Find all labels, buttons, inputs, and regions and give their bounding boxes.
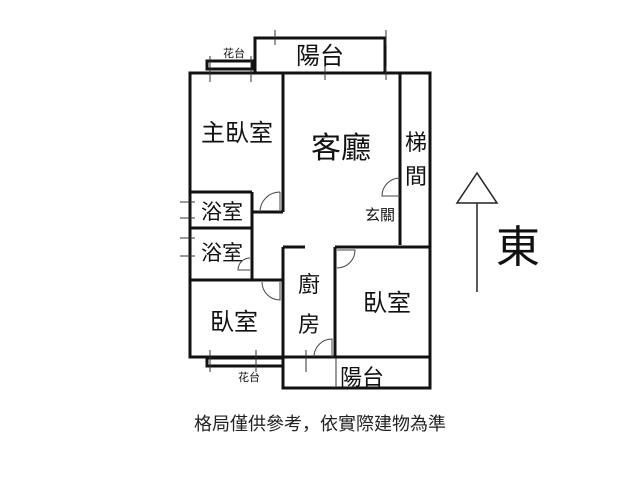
flower-bed-bottom (205, 356, 285, 368)
door (259, 191, 281, 213)
bathroom-2-label: 浴室 (201, 241, 243, 265)
bedroom-right-label: 臥室 (363, 289, 411, 317)
entrance-label: 玄關 (365, 206, 395, 224)
door (381, 177, 401, 197)
kitchen-label-1: 廚 (298, 273, 320, 298)
master-bedroom-label: 主臥室 (201, 119, 273, 147)
living-room-label: 客廳 (311, 131, 371, 166)
door (336, 249, 356, 269)
disclaimer-caption: 格局僅供參考，依實際建物為準 (194, 414, 446, 435)
stairwell-label-2: 間 (405, 165, 427, 190)
stairwell-label-1: 梯 (405, 131, 427, 156)
flower-bed-top-label: 花台 (223, 46, 245, 60)
balcony-bottom-label: 陽台 (340, 366, 384, 391)
north-arrow-icon (455, 171, 499, 204)
bathroom-1-label: 浴室 (201, 200, 243, 224)
door (237, 257, 251, 271)
outer-wall (188, 71, 432, 359)
flower-bed-bottom-label: 花台 (238, 370, 260, 384)
kitchen-label-2: 房 (298, 313, 320, 338)
balcony-top-label: 陽台 (296, 42, 344, 70)
balcony-top-wall (253, 36, 387, 73)
door (313, 338, 333, 358)
bedroom-left-label: 臥室 (210, 308, 258, 336)
compass-direction-label: 東 (496, 222, 540, 273)
door (261, 281, 281, 301)
flower-bed-top (205, 59, 255, 71)
balcony-bottom-wall (281, 357, 432, 390)
